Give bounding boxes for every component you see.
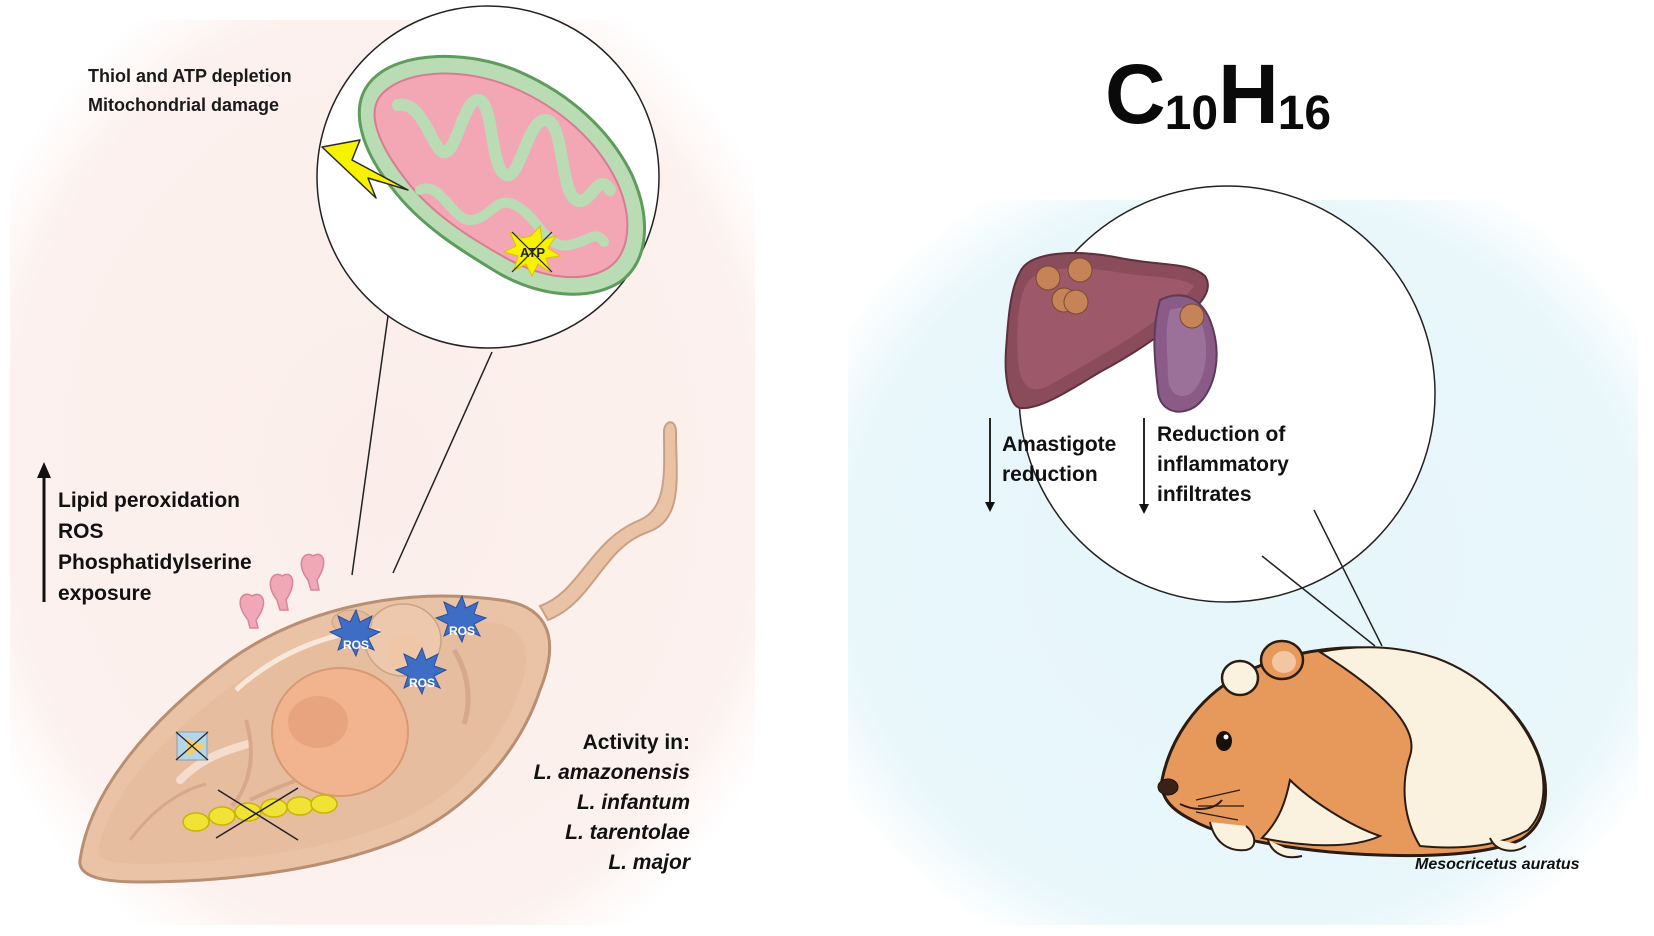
activity-species-list: Activity in: L. amazonensis L. infantum … [534,728,690,878]
zoom-line-hamster-left [1261,555,1376,647]
activity-title: Activity in: [582,731,690,754]
infiltrate-line: Reduction of [1157,423,1286,446]
increased-marker: exposure [58,582,152,605]
atp-burst-icon [502,224,562,278]
chemical-formula: C10H16 [1105,42,1331,147]
mitochondrion [357,54,646,296]
amastigote-nests-icon [1035,257,1205,329]
formula-element-hydrogen: H [1218,47,1279,141]
zoom-line-right [392,351,493,574]
lipid-bodies-cross-b [217,789,299,841]
infiltrate-line: infiltrates [1157,483,1252,506]
species-item: L. major [608,851,690,874]
hamster-icon [1157,639,1548,859]
ros-burst-icon [328,608,382,658]
species-item: L. tarentolae [565,821,690,844]
host-species-label: Mesocricetus auratus [1415,856,1580,873]
mitochondrial-effect-line: Mitochondrial damage [88,95,280,115]
amastigote-line: Amastigote [1002,433,1117,456]
ros-burst-icon [434,594,488,644]
increased-marker: Lipid peroxidation [58,489,240,512]
ros-label: ROS [448,624,475,638]
increased-marker: ROS [58,520,104,543]
amastigote-line: reduction [1002,463,1098,486]
increased-marker: Phosphatidylserine [58,551,252,574]
liver-zoom-circle [1018,185,1436,603]
zoom-line-left [351,315,389,576]
zoom-line-hamster-right [1313,509,1383,647]
species-item: L. infantum [576,791,690,814]
increased-markers-list: Lipid peroxidation ROS Phosphatidylserin… [58,485,252,609]
formula-subscript-carbon: 10 [1164,87,1219,140]
increase-arrow-head [37,462,51,478]
infiltrate-line: inflammatory [1157,453,1289,476]
infiltrate-reduction-label: Reduction of inflammatory infiltrates [1157,420,1289,510]
amastigote-down-arrow-head [985,502,995,512]
atp-label: ATP [520,245,546,260]
formula-element-carbon: C [1105,47,1166,141]
lightning-bolt-icon [321,139,409,199]
mitochondrial-effect-line: Thiol and ATP depletion [88,66,292,86]
infiltrate-down-arrow-head [1139,504,1149,514]
lipid-bodies-cross-a [215,787,299,839]
lipid-bodies-icon [182,794,338,832]
ros-label: ROS [342,638,369,652]
amastigote-reduction-label: Amastigote reduction [1002,430,1116,490]
ros-label: ROS [408,676,435,690]
ros-burst-icon [394,646,448,696]
mitochondrial-effects-label: Thiol and ATP depletion Mitochondrial da… [88,62,292,120]
formula-subscript-hydrogen: 16 [1277,87,1332,140]
species-item: L. amazonensis [533,761,690,784]
phosphatidylserine-markers [239,553,325,629]
kinetoplast-icon [175,731,209,761]
